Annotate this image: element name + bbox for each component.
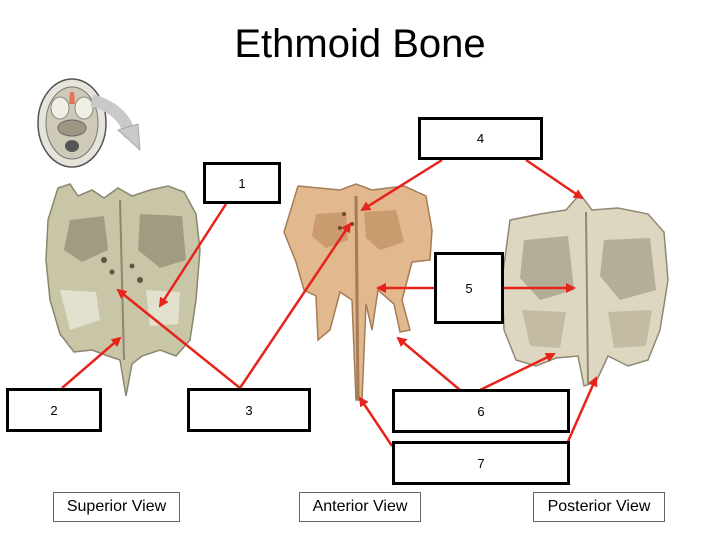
label-box-4-text: 4 [476,131,485,146]
posterior-view-bone-image [501,192,669,387]
arrow-7a [358,396,394,447]
arrow-6b [479,352,556,392]
label-box-3[interactable]: 3 [187,388,311,432]
label-box-2[interactable]: 2 [6,388,102,432]
label-box-7[interactable]: 7 [392,441,570,485]
skull-inset-image [37,78,107,168]
posterior-view-label: Posterior View [533,492,665,522]
arrow-3a [116,288,241,389]
arrow-1 [158,203,228,308]
label-box-1[interactable]: 1 [203,162,281,204]
page-title: Ethmoid Bone [234,22,486,66]
label-box-5-text: 5 [465,280,473,296]
label-box-2-text: 2 [50,402,58,418]
arrow-3b [238,222,352,389]
anterior-view-bone-image [283,183,433,401]
label-box-6[interactable]: 6 [392,389,570,433]
label-box-4[interactable]: 4 [418,117,543,160]
arrow-4a [360,158,443,212]
arrow-2 [61,336,122,389]
label-box-3-text: 3 [245,402,253,418]
superior-view-bone-image [45,183,201,397]
arrow-4b [525,158,584,200]
anterior-view-label: Anterior View [299,492,421,522]
superior-view-label: Superior View [53,492,180,522]
pointer-arrows [61,158,598,447]
arrow-6a [396,336,461,391]
label-box-1-text: 1 [238,175,246,191]
label-box-7-text: 7 [477,455,485,471]
arrow-7b [564,376,598,447]
label-box-6-text: 6 [477,403,485,419]
label-box-5[interactable]: 5 [434,252,504,324]
